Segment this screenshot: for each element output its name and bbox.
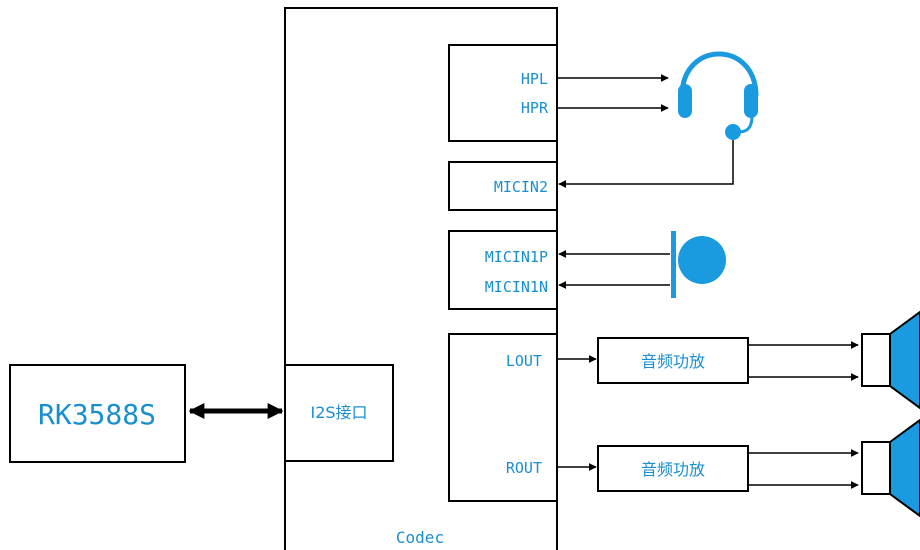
pin-hpr: HPR: [521, 99, 549, 117]
pin-micin1p: MICIN1P: [485, 248, 548, 266]
pin-rout: ROUT: [506, 459, 542, 477]
codec-label: Codec: [396, 528, 444, 547]
headset-icon: [678, 51, 759, 140]
i2s-label: I2S接口: [310, 403, 367, 422]
soc-block: [9, 364, 186, 463]
micin1-pin-block: [448, 230, 558, 310]
amplifier-left-label: 音频功放: [641, 352, 705, 371]
lineout-pin-block: [448, 333, 558, 502]
pin-micin1n: MICIN1N: [485, 278, 548, 296]
pin-micin2: MICIN2: [494, 178, 548, 196]
microphone-icon: [671, 231, 726, 298]
speaker-right-icon: [861, 418, 920, 518]
speaker-left-icon: [861, 310, 920, 410]
micin2-pin-block: [448, 161, 558, 211]
soc-label: RK3588S: [38, 398, 156, 431]
pin-hpl: HPL: [521, 70, 548, 88]
i2s-block: [284, 364, 394, 462]
headphone-pin-block: [448, 44, 558, 142]
micin2-arrow: [558, 140, 734, 188]
amplifier-right-block: [597, 445, 749, 492]
amplifier-right-label: 音频功放: [641, 460, 705, 479]
pin-lout: LOUT: [506, 352, 542, 370]
amplifier-left-block: [597, 337, 749, 384]
